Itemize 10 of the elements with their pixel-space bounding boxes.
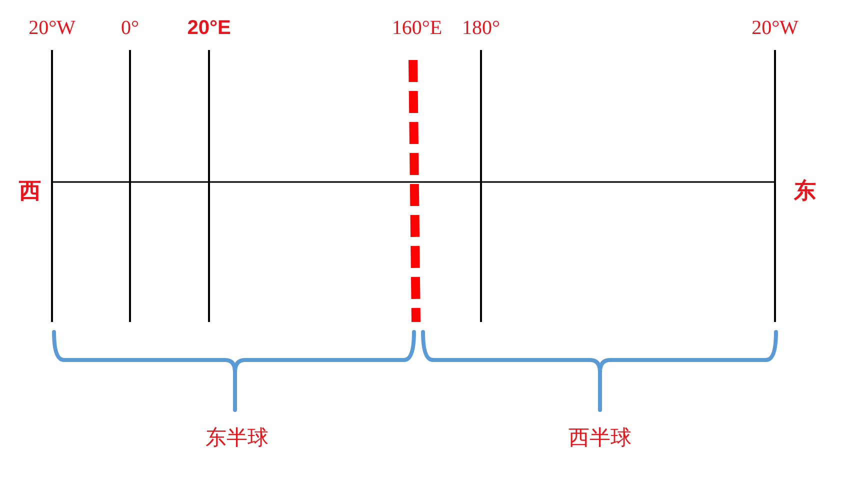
- direction-label: 西: [19, 180, 41, 202]
- meridian-label: 20°W: [752, 18, 798, 38]
- meridian-label: 160°E: [392, 18, 442, 38]
- meridian-label: 180°: [462, 18, 500, 38]
- meridian-label: 20°W: [28, 18, 76, 38]
- hemisphere-label: 东半球: [206, 428, 268, 448]
- direction-label: 东: [794, 180, 816, 202]
- meridian-label: 20°E: [187, 18, 231, 38]
- meridian-label: 0°: [121, 18, 139, 38]
- hemisphere-label: 西半球: [568, 428, 632, 448]
